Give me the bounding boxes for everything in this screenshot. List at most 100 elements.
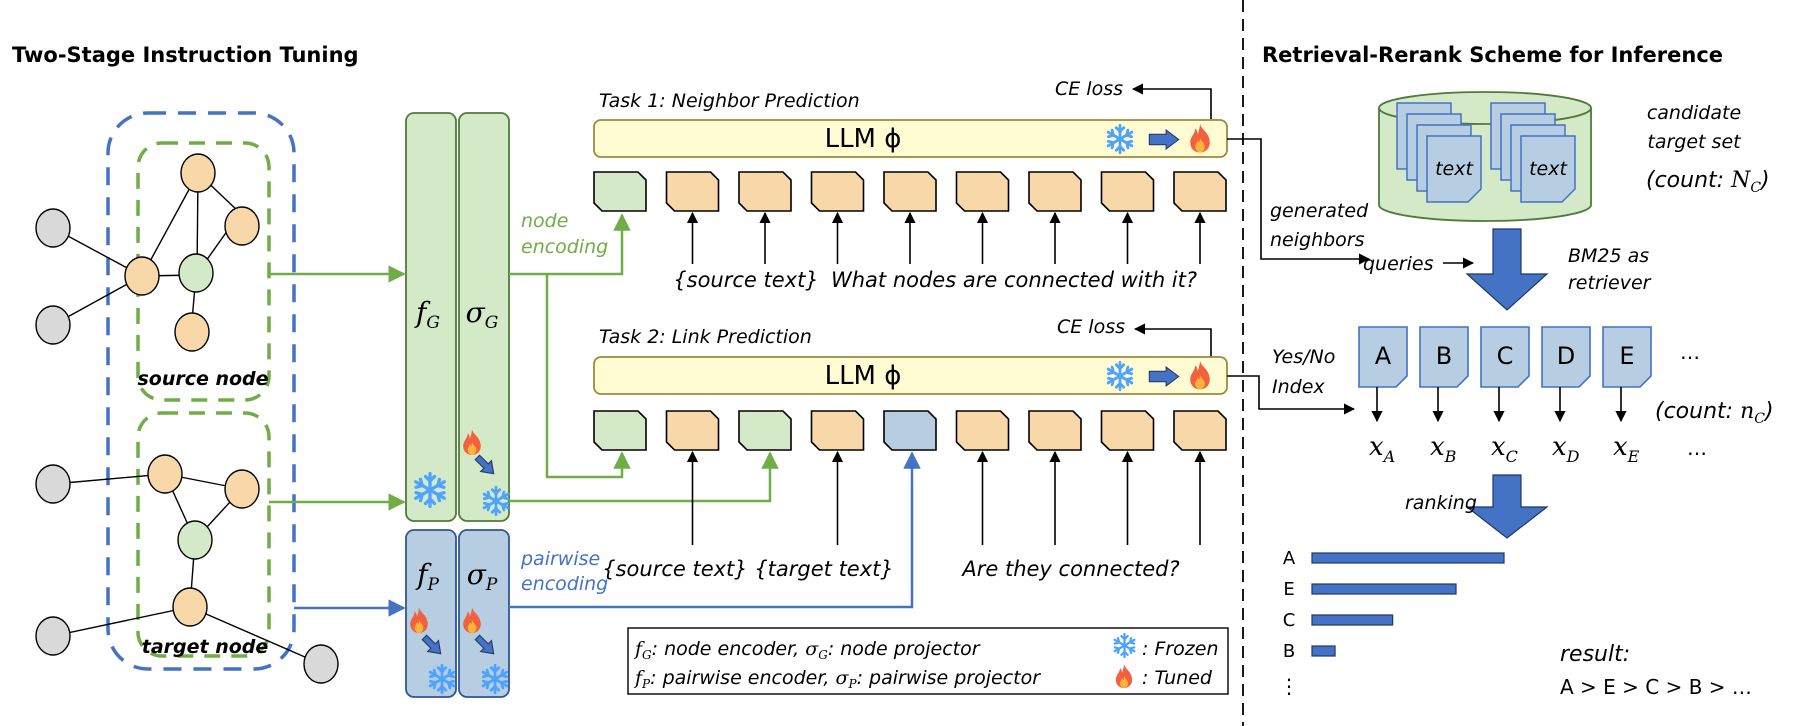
task1-title: Task 1: Neighbor Prediction	[599, 90, 860, 112]
document-stacks: text text	[1396, 102, 1576, 203]
sigmaG-label: σG	[466, 296, 499, 333]
task2-llm-label: LLM ϕ	[825, 361, 902, 391]
ranking-bar-label: E	[1283, 579, 1294, 600]
task2-input-arrows	[686, 450, 1206, 545]
neighbor-node	[35, 305, 71, 345]
node-token	[738, 410, 792, 451]
ranking-block-arrow	[1465, 474, 1549, 539]
node-encoding-label-line2: encoding	[521, 236, 608, 258]
node-token	[593, 171, 647, 212]
pairwise-encoding-label-line2: encoding	[521, 573, 608, 595]
target-subgraph-boundary	[136, 411, 271, 658]
document-text-label: text	[1435, 158, 1474, 180]
neighbor-node	[303, 644, 339, 684]
target-graph-nodes	[35, 454, 339, 684]
candidate-card-label: C	[1497, 342, 1514, 370]
right-panel-title: Retrieval-Rerank Scheme for Inference	[1262, 43, 1723, 67]
task2-llm-block	[593, 356, 1228, 395]
text-token	[955, 171, 1010, 212]
node-encoder-fG	[405, 112, 457, 522]
text-token	[1028, 410, 1082, 451]
text-token	[1100, 410, 1155, 451]
document-icon	[1520, 135, 1576, 203]
candidate-card	[1541, 326, 1591, 388]
node-encoding-to-task2-target-arrow	[509, 451, 779, 503]
neighbor-node	[147, 454, 183, 494]
sigmaP-label: σP	[467, 558, 498, 595]
legend-line2: fP: pairwise encoder, σP: pairwise proje…	[633, 667, 1041, 691]
neighbor-node	[180, 153, 216, 193]
bm25-label-line1: BM25 as	[1568, 245, 1649, 267]
neighbor-node	[35, 208, 71, 248]
left-panel-title: Two-Stage Instruction Tuning	[12, 43, 359, 67]
pairwise-encoding-label-line1: pairwise	[520, 548, 600, 570]
pairwise-token	[883, 410, 937, 451]
ranking-bar-label: B	[1283, 641, 1295, 662]
task1-llm-label: LLM ϕ	[825, 124, 902, 154]
candidate-card	[1419, 326, 1469, 388]
candidate-card	[1358, 326, 1408, 388]
candidate-label-line2: target set	[1647, 131, 1742, 153]
document-icon	[1426, 135, 1482, 203]
text-token	[810, 171, 865, 212]
text-token	[1100, 171, 1155, 212]
neighbor-node	[174, 312, 210, 352]
task2-output-line	[1227, 375, 1356, 415]
retrieved-count-nC: (count: nC)	[1655, 399, 1774, 427]
candidate-label-line1: candidate	[1647, 102, 1741, 124]
score-label: xC	[1491, 432, 1518, 466]
candidates-ellipsis: …	[1680, 340, 1700, 364]
task2-loss-label: CE loss	[1057, 316, 1125, 338]
bm25-label-line2: retriever	[1568, 272, 1652, 294]
task2-token-row	[593, 410, 1227, 451]
legend-tuned-label: : Tuned	[1142, 667, 1213, 689]
generated-neighbors-line1: generated	[1270, 200, 1369, 222]
target-center-node	[177, 520, 213, 560]
task1-output-line	[1227, 138, 1371, 265]
text-token	[665, 171, 720, 212]
node-token	[593, 410, 647, 451]
ranking-bar	[1311, 552, 1505, 564]
text-token	[1173, 171, 1227, 212]
pairwise-projector-sigmaP	[458, 529, 510, 698]
yesno-label-line2: Index	[1272, 376, 1325, 398]
ranking-bar-label: C	[1283, 610, 1296, 631]
ranking-bar	[1311, 645, 1336, 657]
score-label: xA	[1369, 432, 1395, 466]
task1-input-question: What nodes are connected with it?	[831, 268, 1197, 292]
node-projector-sigmaG	[458, 112, 510, 522]
yesno-label-line1: Yes/No	[1272, 346, 1335, 368]
document-text-label: text	[1529, 158, 1568, 180]
task2-input-text-pair: {source text} {target text}	[602, 557, 894, 581]
target-node-label: target node	[142, 636, 269, 658]
legend-line1: fG: node encoder, σG: node projector	[633, 638, 981, 662]
text-token	[883, 171, 937, 212]
ranking-label: ranking	[1405, 492, 1477, 514]
score-label: xD	[1552, 432, 1580, 466]
neighbor-node	[124, 256, 160, 296]
text-token	[665, 410, 720, 451]
neighbor-node	[224, 469, 260, 509]
scores-ellipsis: …	[1687, 436, 1707, 460]
task2-input-question: Are they connected?	[960, 557, 1179, 581]
ranking-bar-label: A	[1283, 548, 1296, 569]
task1-loss-label: CE loss	[1055, 78, 1123, 100]
ranking-bar	[1311, 583, 1457, 595]
node-encoding-to-task2-source-arrow	[545, 274, 631, 479]
candidate-card-label: A	[1375, 342, 1392, 370]
legend-frozen-label: : Frozen	[1142, 638, 1219, 660]
neighbor-node	[35, 464, 71, 504]
source-node-label: source node	[137, 368, 268, 390]
ranking-bar	[1311, 614, 1394, 626]
pair-subgraph-boundary	[106, 111, 296, 671]
task1-input-arrows	[686, 211, 1206, 264]
text-token	[1173, 410, 1227, 451]
retriever-block-arrow	[1465, 228, 1549, 311]
neighbor-node	[172, 587, 208, 627]
task1-llm-block	[593, 119, 1228, 158]
source-center-node	[178, 253, 214, 293]
result-label: result:	[1560, 642, 1630, 667]
ranking-vdots: ⋮	[1279, 674, 1299, 698]
task1-token-row	[593, 171, 1227, 212]
